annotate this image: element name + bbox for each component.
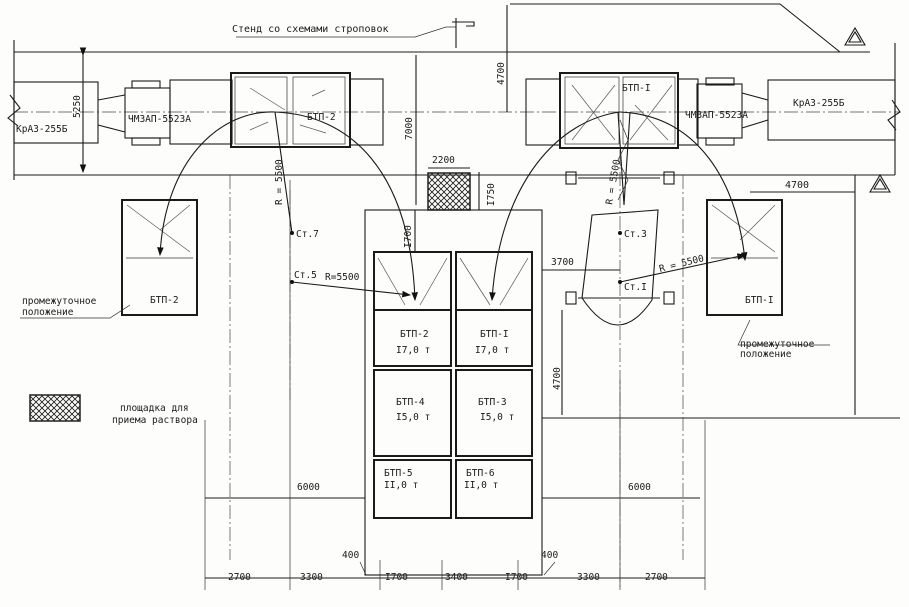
road <box>7 3 901 180</box>
svg-text:БТП-I: БТП-I <box>480 329 509 340</box>
svg-text:I700: I700 <box>403 225 414 248</box>
stack-block: БТП-I I7,0 т <box>455 309 533 367</box>
stack-block: БТП-6 II,0 т <box>455 459 533 519</box>
svg-text:2700: 2700 <box>228 572 251 583</box>
storage-area: БТП-2 I7,0 т БТП-I I7,0 т БТП-4 I5,0 т Б… <box>364 209 543 576</box>
svg-text:3700: 3700 <box>551 257 574 268</box>
svg-text:400: 400 <box>541 550 558 561</box>
svg-text:6000: 6000 <box>628 482 651 493</box>
svg-text:ЧМЗАП-5523А: ЧМЗАП-5523А <box>128 114 191 125</box>
svg-text:3400: 3400 <box>445 572 468 583</box>
svg-text:Стенд со схемами строповок: Стенд со схемами строповок <box>232 24 389 35</box>
svg-text:4700: 4700 <box>496 62 507 85</box>
svg-text:площадка для: площадка для <box>120 403 189 414</box>
svg-text:R=5500: R=5500 <box>325 272 360 283</box>
svg-text:БТП-I: БТП-I <box>745 295 774 306</box>
stack-block: БТП-3 I5,0 т <box>455 369 533 457</box>
stand-label: Стенд со схемами строповок <box>232 18 475 48</box>
svg-text:I750: I750 <box>486 183 497 206</box>
svg-text:БТП-2: БТП-2 <box>400 329 429 340</box>
svg-text:Ст.3: Ст.3 <box>624 229 647 240</box>
svg-text:БТП-4: БТП-4 <box>396 397 425 408</box>
truck-left: КрАЗ-255Б ЧМЗАП-5523А БТП-2 <box>13 72 384 148</box>
svg-text:II,0 т: II,0 т <box>464 480 498 491</box>
truck-right: БТП-I ЧМЗАП-5523А КрАЗ-255Б <box>525 72 896 149</box>
svg-text:положение: положение <box>740 349 792 360</box>
svg-text:7000: 7000 <box>404 117 415 140</box>
svg-text:3300: 3300 <box>300 572 323 583</box>
svg-text:БТП-6: БТП-6 <box>466 468 495 479</box>
svg-text:Ст.I: Ст.I <box>624 282 647 293</box>
svg-text:Ст.5: Ст.5 <box>294 270 317 281</box>
crane-left: R = 5500 Ст.7 Ст.5 R=5500 <box>157 111 418 302</box>
svg-text:БТП-2: БТП-2 <box>307 112 336 123</box>
dimensions: 5250 7000 4700 2200 I750 I700 4700 3700 … <box>72 5 900 590</box>
svg-text:R = 5500: R = 5500 <box>274 159 285 205</box>
svg-text:промежуточное: промежуточное <box>22 296 97 307</box>
svg-text:ЧМЗАП-5523А: ЧМЗАП-5523А <box>685 110 748 121</box>
svg-text:приема раствора: приема раствора <box>112 415 198 426</box>
svg-text:3300: 3300 <box>577 572 600 583</box>
svg-text:Ст.7: Ст.7 <box>296 229 319 240</box>
svg-text:II,0 т: II,0 т <box>384 480 418 491</box>
svg-text:2700: 2700 <box>645 572 668 583</box>
svg-text:положение: положение <box>22 307 74 318</box>
svg-text:I7,0 т: I7,0 т <box>475 345 509 356</box>
svg-text:БТП-I: БТП-I <box>622 83 651 94</box>
svg-text:I5,0 т: I5,0 т <box>396 412 430 423</box>
svg-text:промежуточное: промежуточное <box>740 339 815 350</box>
svg-text:КрАЗ-255Б: КрАЗ-255Б <box>16 124 68 135</box>
svg-text:4700: 4700 <box>552 367 563 390</box>
warning-triangle-icon <box>844 26 891 193</box>
svg-text:R = 5500: R = 5500 <box>658 253 705 275</box>
stack-block: БТП-5 II,0 т <box>373 459 452 519</box>
svg-text:БТП-5: БТП-5 <box>384 468 413 479</box>
svg-text:6000: 6000 <box>297 482 320 493</box>
svg-text:I700: I700 <box>385 572 408 583</box>
stand-icon <box>452 18 475 48</box>
stack-block: БТП-2 I7,0 т <box>373 309 452 367</box>
svg-text:БТП-2: БТП-2 <box>150 295 179 306</box>
svg-text:БТП-3: БТП-3 <box>478 397 507 408</box>
svg-text:I5,0 т: I5,0 т <box>480 412 514 423</box>
intermediate-left: БТП-2 промежуточное положение <box>20 199 198 319</box>
intermediate-right: БТП-I промежуточное положение <box>706 199 830 360</box>
svg-text:2200: 2200 <box>432 155 455 166</box>
svg-text:4700: 4700 <box>785 180 809 191</box>
legend: площадка для приема раствора <box>29 394 198 426</box>
svg-text:I700: I700 <box>505 572 528 583</box>
svg-text:I7,0 т: I7,0 т <box>396 345 430 356</box>
svg-text:КрАЗ-255Б: КрАЗ-255Б <box>793 98 845 109</box>
svg-text:5250: 5250 <box>72 95 83 118</box>
stack-block: БТП-4 I5,0 т <box>373 369 452 457</box>
svg-text:400: 400 <box>342 550 359 561</box>
mortar-pad <box>427 172 471 211</box>
